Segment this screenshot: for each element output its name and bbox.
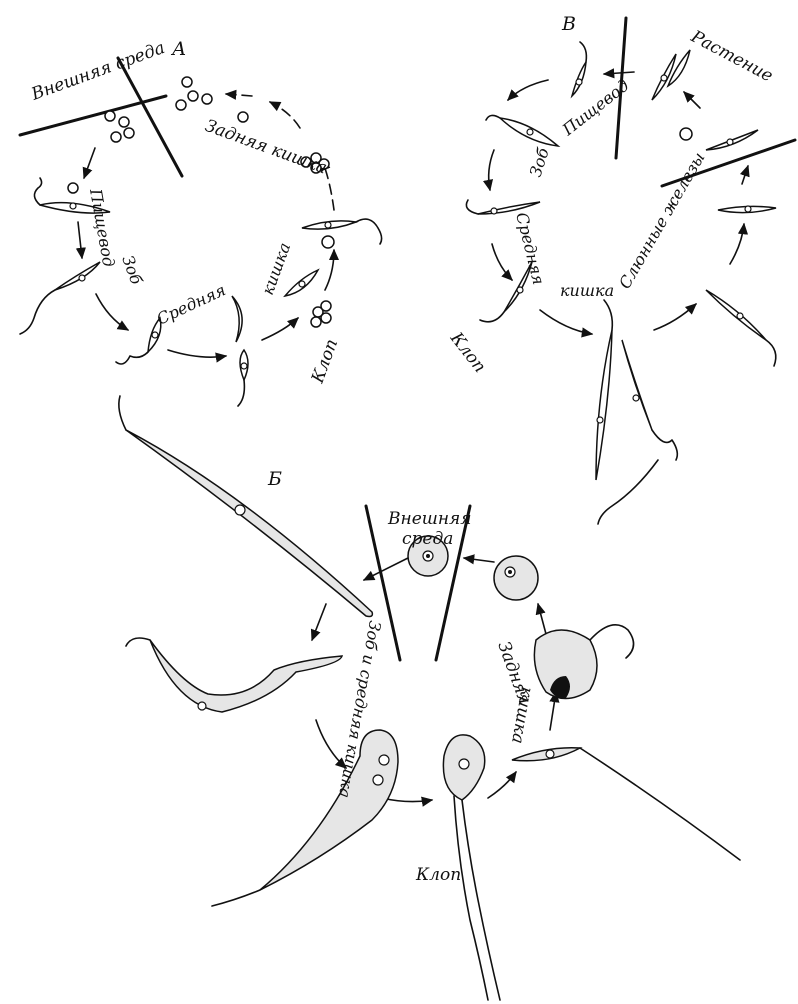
panel-v-esophagus-label: Пищевод	[558, 76, 633, 140]
cycle-arrow	[742, 166, 748, 184]
cyst	[182, 77, 192, 87]
cycle-arrow	[78, 222, 82, 258]
panel-a-crop-label: Зоб	[118, 253, 146, 287]
cycle-arrow	[325, 250, 334, 290]
panel-v-host-label: Клоп	[445, 328, 489, 377]
panel-v-salivary-label: Слюнные железы	[615, 149, 709, 292]
panel-a-midgut-word2: кишка	[258, 240, 294, 297]
flagellate-cell	[486, 115, 558, 146]
panel-v-letter: В	[561, 13, 576, 35]
cycle-arrow	[604, 72, 634, 74]
cycle-arrow	[262, 318, 298, 340]
flagellate-cell	[572, 42, 586, 96]
cycle-arrow	[96, 294, 128, 330]
promastigote-cell	[119, 396, 373, 617]
panel-b: Б	[119, 396, 740, 1000]
panel-a-host-label: Клоп	[308, 336, 343, 386]
flagellate-cell	[285, 270, 318, 296]
flagellate-cell	[302, 219, 382, 248]
panel-b-external-line1: Внешняя	[387, 509, 472, 529]
round-cell	[494, 556, 538, 600]
cycle-arrow	[382, 798, 432, 802]
flagellate-cell	[512, 748, 740, 860]
promastigote-cell	[126, 638, 342, 712]
panel-b-letter: Б	[267, 468, 282, 490]
panel-v-midgut-word1: Средняя	[512, 210, 548, 286]
panel-a-letter: А	[170, 38, 186, 60]
flagellate-cell	[706, 290, 776, 366]
cycle-arrow	[654, 304, 696, 330]
cyst	[176, 100, 186, 110]
flagellate-cell	[718, 206, 776, 213]
cycle-arrow	[312, 604, 326, 640]
panel-a: А	[20, 38, 382, 406]
panel-a-esophagus-label: Пищевод	[86, 186, 119, 268]
panel-a-external-label: Внешняя среда	[28, 38, 168, 105]
panel-v-plant-label: Растение	[687, 26, 776, 86]
flagellate-cell	[20, 262, 100, 334]
panel-a-midgut-word1: Средняя	[154, 280, 229, 328]
flagellate-cell	[622, 340, 677, 460]
cyst	[188, 91, 198, 101]
cyst	[119, 117, 129, 127]
flagellate-cell	[232, 296, 248, 406]
cycle-arrow	[492, 244, 512, 280]
panel-v-crop-label: Зоб	[526, 145, 553, 179]
cycle-arrow	[226, 94, 252, 96]
cyst	[111, 132, 121, 142]
panel-b-external-line2: среда	[402, 529, 453, 549]
cycle-arrow	[168, 350, 226, 357]
panel-a-boundary-line	[118, 58, 182, 176]
cycle-arrow	[489, 150, 494, 190]
cycle-arrow	[730, 224, 744, 264]
cycle-arrow	[488, 772, 516, 798]
panel-b-host-label: Клоп	[415, 865, 461, 885]
flagellate-cell	[116, 318, 161, 364]
round-cell	[534, 625, 633, 699]
cycle-arrow	[540, 310, 592, 334]
cycle-arrow	[538, 604, 546, 634]
flagellum	[598, 460, 658, 524]
cyst	[238, 112, 248, 122]
dividing-cell	[311, 301, 331, 327]
cycle-arrow	[684, 92, 700, 108]
cycle-arrow	[364, 558, 408, 580]
panel-v-midgut-word2: кишка	[560, 281, 614, 300]
cyst	[202, 94, 212, 104]
panel-a-hindgut-label: Задняя кишка	[202, 116, 329, 179]
cycle-arrow	[84, 148, 95, 178]
flagellate-cell	[706, 130, 758, 150]
amastigote-cell	[212, 730, 398, 906]
cycle-arrow	[550, 692, 556, 730]
flagellate-cell	[480, 262, 532, 322]
cycle-arrow	[464, 558, 494, 562]
panel-v: В	[445, 13, 795, 524]
cyst	[124, 128, 134, 138]
cyst	[105, 111, 115, 121]
cyst	[680, 128, 692, 140]
cycle-arrow	[270, 102, 300, 128]
cycle-arrow	[508, 80, 548, 100]
flagellate-cell	[596, 300, 612, 480]
